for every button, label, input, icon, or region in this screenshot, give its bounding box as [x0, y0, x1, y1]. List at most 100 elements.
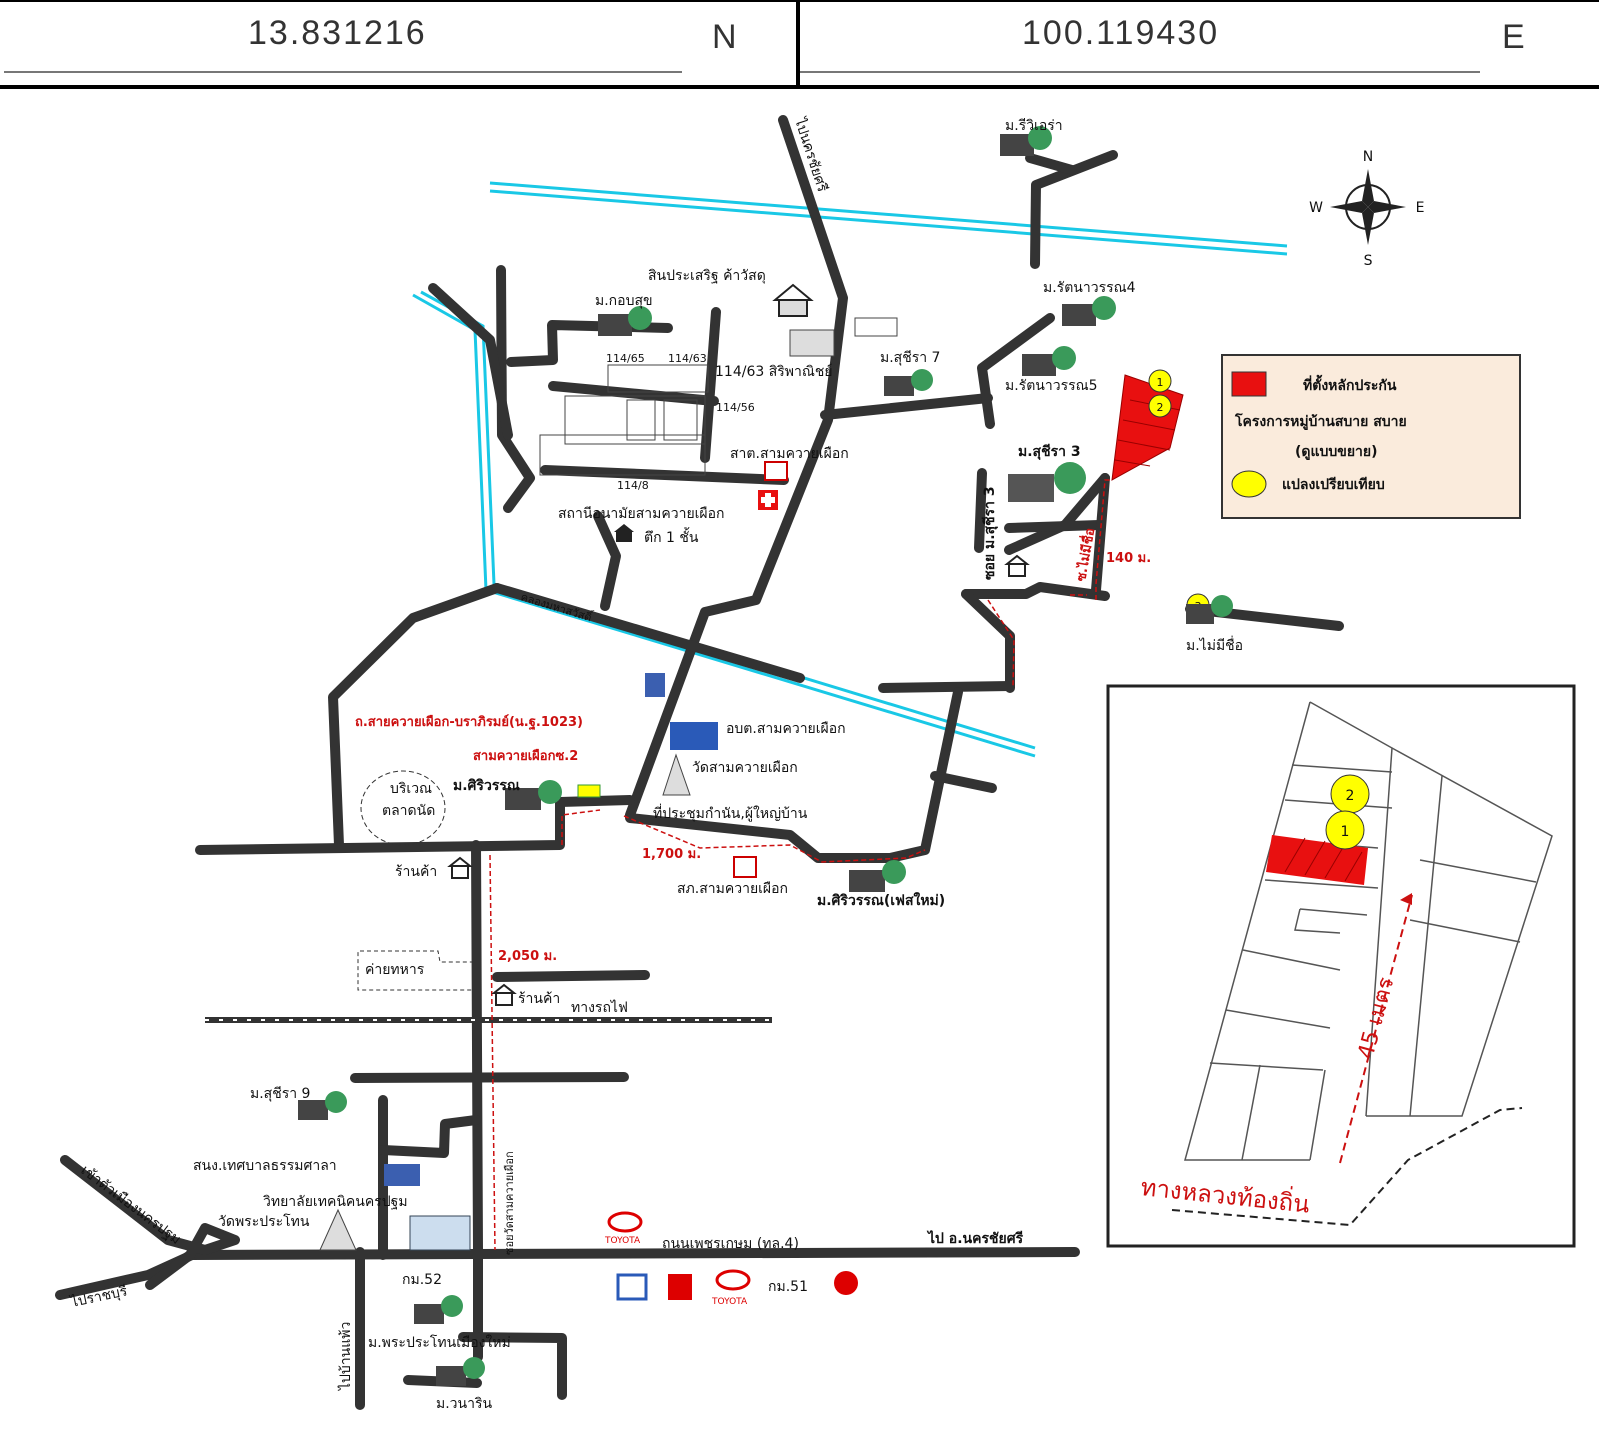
svg-text:วิทยาลัยเทคนิคนครปฐม: วิทยาลัยเทคนิคนครปฐม	[263, 1194, 408, 1210]
svg-text:114/65: 114/65	[606, 352, 645, 365]
house-icon	[614, 524, 634, 542]
svg-text:ที่ประชุมกำนัน,ผู้ใหญ่บ้าน: ที่ประชุมกำนัน,ผู้ใหญ่บ้าน	[653, 804, 808, 822]
inset-detail: 2 1 45 เมตร ทางหลวงท้องถิ่น	[1106, 684, 1576, 1248]
tree-icon	[1062, 296, 1116, 326]
latitude-direction: N	[712, 18, 737, 56]
svg-text:ซอยวัดสามควายเผือก: ซอยวัดสามควายเผือก	[503, 1151, 516, 1255]
legend-project-note: (ดูแบบขยาย)	[1295, 444, 1378, 460]
longitude-direction: E	[1502, 18, 1525, 56]
tree-icon	[598, 306, 652, 336]
svg-text:ซอย ม.สุชีรา 3: ซอย ม.สุชีรา 3	[982, 486, 998, 580]
svg-text:คลองมหาสวัสดิ์: คลองมหาสวัสดิ์	[519, 589, 595, 625]
svg-text:ม.ศิริวรรณ: ม.ศิริวรรณ	[453, 778, 520, 794]
svg-text:สภ.สามควายเผือก: สภ.สามควายเผือก	[677, 881, 788, 897]
tree-icon	[849, 860, 906, 892]
tree-icon	[505, 780, 562, 810]
shop-logo-icon	[668, 1274, 692, 1300]
svg-text:TOYOTA: TOYOTA	[604, 1236, 641, 1246]
building-icon	[854, 317, 898, 337]
toyota-logo-icon	[715, 1269, 751, 1291]
svg-text:1,700 ม.: 1,700 ม.	[642, 847, 701, 862]
tree-icon	[1186, 595, 1233, 624]
svg-text:ตลาดนัด: ตลาดนัด	[382, 803, 435, 819]
north-label: N	[1363, 149, 1373, 165]
west-label: W	[1309, 200, 1323, 216]
collateral-plot	[1111, 374, 1184, 481]
svg-text:ตึก 1 ชั้น: ตึก 1 ชั้น	[644, 527, 699, 546]
tree-icon	[1022, 346, 1076, 376]
svg-text:2: 2	[1157, 401, 1164, 414]
svg-text:2: 2	[1346, 788, 1355, 804]
svg-text:สนง.เทศบาลธรรมศาลา: สนง.เทศบาลธรรมศาลา	[193, 1158, 337, 1174]
house-icon	[491, 983, 517, 1006]
svg-text:ม.กอบสุข: ม.กอบสุข	[595, 293, 653, 309]
camp-area	[357, 950, 475, 991]
store-icon	[577, 784, 601, 798]
svg-text:114/63: 114/63	[668, 352, 707, 365]
village-icons	[298, 126, 1233, 1386]
building-icon	[789, 329, 835, 357]
svg-text:TOYOTA: TOYOTA	[711, 1297, 748, 1307]
svg-text:114/8: 114/8	[617, 479, 649, 492]
svg-text:ม.สุชีรา 3: ม.สุชีรา 3	[1018, 444, 1081, 460]
housing-rows	[539, 364, 709, 476]
toyota-logo-icon	[607, 1211, 643, 1233]
svg-text:อบต.สามควายเผือก: อบต.สามควายเผือก	[726, 721, 846, 737]
svg-text:กม.51: กม.51	[768, 1279, 808, 1295]
legend-collateral: ที่ตั้งหลักประกัน	[1303, 374, 1397, 394]
svg-text:สาต.สามควายเผือก: สาต.สามควายเผือก	[730, 446, 849, 462]
compass-rose: N S E W	[1309, 149, 1424, 269]
latitude-value: 13.831216	[248, 14, 427, 52]
svg-text:ค่ายทหาร: ค่ายทหาร	[365, 962, 425, 978]
svg-text:1: 1	[1157, 376, 1164, 389]
tree-icon	[298, 1091, 347, 1120]
svg-text:ม.สุชีรา 7: ม.สุชีรา 7	[880, 350, 940, 366]
pin-2: 2	[1148, 394, 1172, 418]
south-label: S	[1364, 253, 1373, 269]
svg-text:ร้านค้า: ร้านค้า	[518, 991, 560, 1007]
svg-text:วัดพระประโทน: วัดพระประโทน	[218, 1213, 310, 1230]
svg-text:ม.วนาริน: ม.วนาริน	[436, 1396, 492, 1412]
building-icon	[670, 722, 718, 750]
svg-text:เข้าตัวเมืองนครปฐม: เข้าตัวเมืองนครปฐม	[78, 1162, 184, 1247]
svg-text:ม.รัตนาวรรณ4: ม.รัตนาวรรณ4	[1043, 280, 1136, 296]
building-icon	[409, 1215, 471, 1251]
svg-text:114/63 สิริพาณิชย์: 114/63 สิริพาณิชย์	[715, 363, 833, 380]
house-icon	[447, 856, 473, 879]
svg-text:140 ม.: 140 ม.	[1106, 551, 1151, 566]
bank-icon	[616, 1273, 648, 1301]
house-icon	[1004, 554, 1030, 577]
inset-pin-2: 2	[1330, 774, 1370, 814]
gas-station-icon	[834, 1271, 858, 1295]
svg-text:สินประเสริฐ ค้าวัสดุ: สินประเสริฐ ค้าวัสดุ	[648, 268, 766, 284]
svg-text:สถานีอนามัยสามควายเผือก: สถานีอนามัยสามควายเผือก	[558, 506, 725, 522]
police-icon	[733, 856, 757, 878]
tree-icon	[436, 1357, 485, 1386]
temple-icon	[662, 753, 691, 796]
svg-text:ทางรถไฟ: ทางรถไฟ	[571, 999, 628, 1016]
coordinate-header: 13.831216 N 100.119430 E	[0, 0, 1599, 92]
svg-text:ม.รีวิเอร่า: ม.รีวิเอร่า	[1005, 118, 1063, 134]
svg-text:ถ.สายควายเผือก-บราภิรมย์(น.ฐ.1: ถ.สายควายเผือก-บราภิรมย์(น.ฐ.1023)	[355, 714, 583, 731]
svg-text:ม.รัตนาวรรณ5: ม.รัตนาวรรณ5	[1005, 378, 1098, 394]
pin-1: 1	[1148, 369, 1172, 393]
svg-text:ม.สุชีรา 9: ม.สุชีรา 9	[250, 1086, 310, 1102]
legend-comparables: แปลงเปรียบเทียบ	[1282, 477, 1385, 493]
svg-text:ม.ศิริวรรณ(เฟสใหม่): ม.ศิริวรรณ(เฟสใหม่)	[817, 891, 945, 909]
tree-icon	[1008, 462, 1086, 502]
svg-text:114/56: 114/56	[716, 401, 755, 414]
longitude-value: 100.119430	[1022, 14, 1220, 52]
svg-text:ร้านค้า: ร้านค้า	[395, 864, 437, 880]
inset-pin-1: 1	[1325, 810, 1365, 850]
building-icon	[645, 673, 665, 697]
svg-text:วัดสามควายเผือก: วัดสามควายเผือก	[692, 760, 798, 776]
svg-text:1: 1	[1341, 824, 1350, 840]
building-icon	[384, 1164, 420, 1186]
svg-text:ไปบ้านแพ้ว: ไปบ้านแพ้ว	[337, 1322, 354, 1391]
tree-icon	[1000, 126, 1052, 156]
route-lines	[489, 479, 1112, 1251]
hospital-icon	[758, 490, 778, 510]
svg-text:ม.ไม่มีชื่อ: ม.ไม่มีชื่อ	[1186, 636, 1243, 654]
svg-text:กม.52: กม.52	[402, 1272, 442, 1288]
